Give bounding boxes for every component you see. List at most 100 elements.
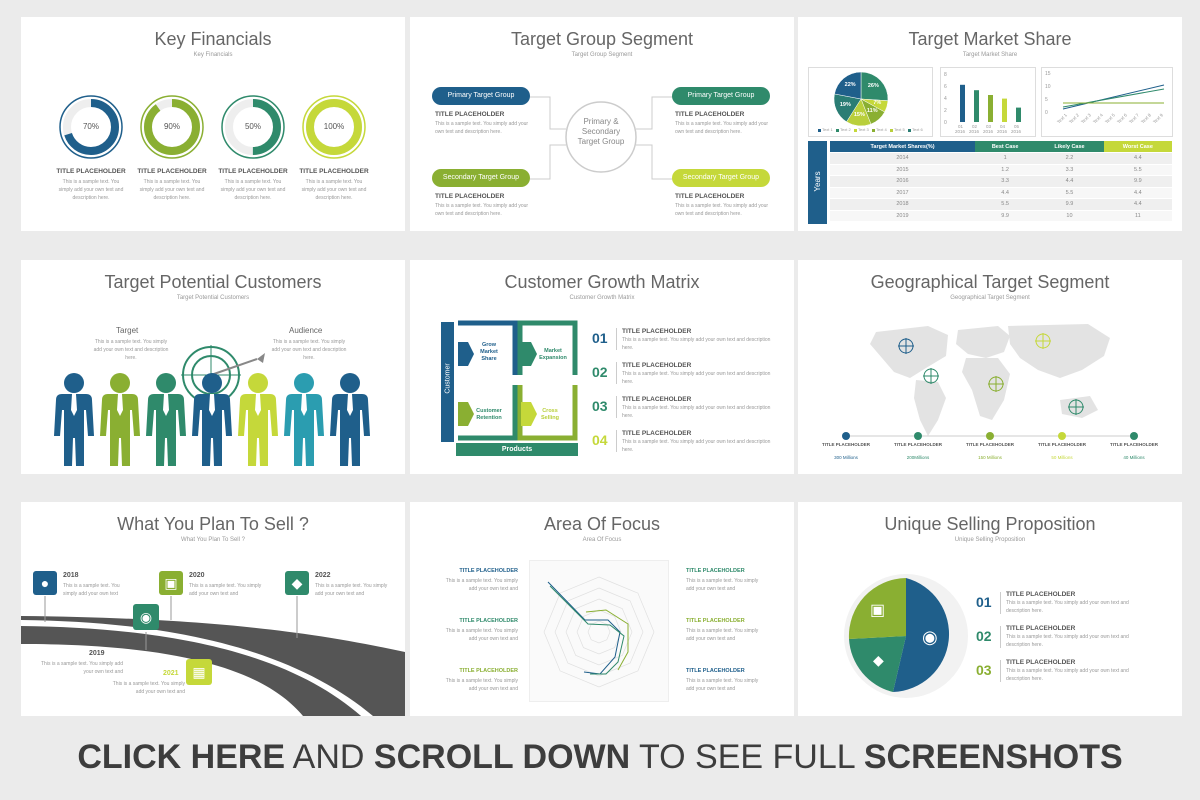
slide-subtitle: Customer Growth Matrix <box>569 295 635 301</box>
slide-key-financials[interactable]: Key Financials Key Financials 70%TITLE P… <box>21 17 405 231</box>
item-divider <box>1000 626 1001 648</box>
pill-text: This is a sample text. You simply add yo… <box>675 203 769 217</box>
year-2022: 2022 <box>315 572 331 579</box>
pie-slice-label: 26% <box>867 83 879 90</box>
item-text: This is a sample text. You simply add yo… <box>139 179 205 201</box>
focus-text: This is a sample text. You simply add yo… <box>686 578 759 592</box>
table-cell: 4.4 <box>1035 175 1104 188</box>
pie-legend-item: Text 3 <box>858 127 869 132</box>
pill-primary-right[interactable]: Primary Target Group <box>672 87 770 105</box>
slide-unique-selling-proposition[interactable]: Unique Selling Proposition Unique Sellin… <box>798 502 1182 716</box>
location-value: 40 Millions <box>1123 455 1145 460</box>
pill-secondary-left[interactable]: Secondary Target Group <box>432 169 530 187</box>
pie-legend-item: Text 2 <box>840 127 851 132</box>
tag-icon: ◆ <box>291 575 303 591</box>
table-cell: 3.3 <box>1035 164 1104 176</box>
item-text: This is a sample text. You simply add yo… <box>301 179 367 201</box>
item-text: This is a sample text. You simply add yo… <box>622 439 771 453</box>
radar-series <box>585 609 629 671</box>
slide-area-of-focus[interactable]: Area Of Focus Area Of Focus TITLE PLACEH… <box>410 502 794 716</box>
item-divider <box>1000 592 1001 614</box>
pill-primary-left[interactable]: Primary Target Group <box>432 87 530 105</box>
bar <box>988 95 993 122</box>
center-label: Primary & Secondary Target Group <box>577 117 625 146</box>
year-2018: 2018 <box>63 572 79 579</box>
pie-slice <box>834 71 862 100</box>
table-cell: 2018 <box>830 198 976 211</box>
slide-target-group-segment[interactable]: Target Group Segment Target Group Segmen… <box>410 17 794 231</box>
years-label: Years <box>813 171 822 192</box>
slide-subtitle: Target Group Segment <box>571 52 633 58</box>
location-marker <box>842 432 850 440</box>
bar <box>960 84 965 122</box>
donut-outer-ring <box>221 95 285 159</box>
item-title: TITLE PLACEHOLDER <box>218 168 288 175</box>
item-divider <box>616 362 617 384</box>
slide-geographical-target-segment[interactable]: Geographical Target Segment Geographical… <box>798 260 1182 474</box>
slide-title: Geographical Target Segment <box>870 272 1110 292</box>
person-icon <box>238 373 278 466</box>
table-cell: 10 <box>1035 210 1104 222</box>
road-graphic <box>21 571 405 716</box>
pill-secondary-right[interactable]: Secondary Target Group <box>672 169 770 187</box>
radar-grid <box>543 576 655 688</box>
table-cell: 2015 <box>830 164 976 176</box>
bar-category: 03 <box>986 124 992 129</box>
legend-swatch <box>854 129 857 132</box>
slide-target-market-share[interactable]: Target Market Share Target Market Share … <box>798 17 1182 231</box>
tag-icon: ◆ <box>873 652 884 668</box>
location-value: 200Millions <box>906 455 930 460</box>
cta-and: AND <box>285 738 374 776</box>
table-cell: 2.2 <box>1035 152 1104 165</box>
table-cell: 3.3 <box>975 175 1036 188</box>
location-marker <box>914 432 922 440</box>
audience-text: This is a sample text. You simply add yo… <box>271 339 347 361</box>
slide-subtitle: Area Of Focus <box>582 537 622 543</box>
table-cell: 2019 <box>830 210 976 222</box>
item-number: 02 <box>592 364 608 380</box>
year-2021: 2021 <box>163 670 179 677</box>
slide-customer-growth-matrix[interactable]: Customer Growth Matrix Customer Growth M… <box>410 260 794 474</box>
location-title: TITLE PLACEHOLDER <box>966 442 1014 447</box>
cta-click-here[interactable]: CLICK HERE <box>77 738 286 776</box>
radar-series <box>549 585 625 675</box>
bar-panel <box>940 67 1036 137</box>
pie-panel <box>808 67 933 137</box>
location-title: TITLE PLACEHOLDER <box>894 442 942 447</box>
slide-title: Target Group Segment <box>510 29 694 49</box>
slide-what-you-plan-to-sell[interactable]: What You Plan To Sell ? What You Plan To… <box>21 502 405 716</box>
slide-target-potential-customers[interactable]: Target Potential Customers Target Potent… <box>21 260 405 474</box>
donut-value: 50% <box>244 122 261 131</box>
donut-value-arc <box>144 99 200 155</box>
year-2019: 2019 <box>89 650 105 657</box>
bar-year: 2016 <box>997 129 1008 134</box>
item-text: This is a sample text. You simply add yo… <box>58 179 124 201</box>
slide-title: Target Market Share <box>908 29 1072 49</box>
cta-banner[interactable]: CLICK HERE AND SCROLL DOWN TO SEE FULL S… <box>0 738 1200 777</box>
item-text: This is a sample text. You simply add yo… <box>220 179 286 201</box>
item-number: 01 <box>976 594 992 610</box>
table-header-cell: Worst Case <box>1103 141 1172 153</box>
pie-slice-label: 22% <box>844 81 856 88</box>
item-divider <box>616 396 617 418</box>
cta-screenshots: SCREENSHOTS <box>863 738 1123 776</box>
pie-slice-label: 15% <box>853 111 865 118</box>
slide-subtitle: Key Financials <box>193 52 233 58</box>
inbox-icon: ▣ <box>164 575 178 591</box>
year-text: This is a sample text. You simply add yo… <box>315 583 388 597</box>
pill-text: This is a sample text. You simply add yo… <box>675 121 769 135</box>
target-text: This is a sample text. You simply add yo… <box>93 339 169 361</box>
slide-title: Unique Selling Proposition <box>884 514 1096 534</box>
table-cell: 5.5 <box>1103 164 1172 176</box>
slide-subtitle: Unique Selling Proposition <box>954 537 1026 543</box>
table-cell: 9.9 <box>1035 198 1104 211</box>
globe-pin-icon: ◉ <box>922 627 938 647</box>
person-icon <box>330 373 370 466</box>
item-divider <box>1000 660 1001 682</box>
item-title: TITLE PLACEHOLDER <box>1006 591 1076 598</box>
item-title: TITLE PLACEHOLDER <box>137 168 207 175</box>
table-cell: 5.5 <box>1035 187 1104 199</box>
item-title: TITLE PLACEHOLDER <box>622 328 692 335</box>
